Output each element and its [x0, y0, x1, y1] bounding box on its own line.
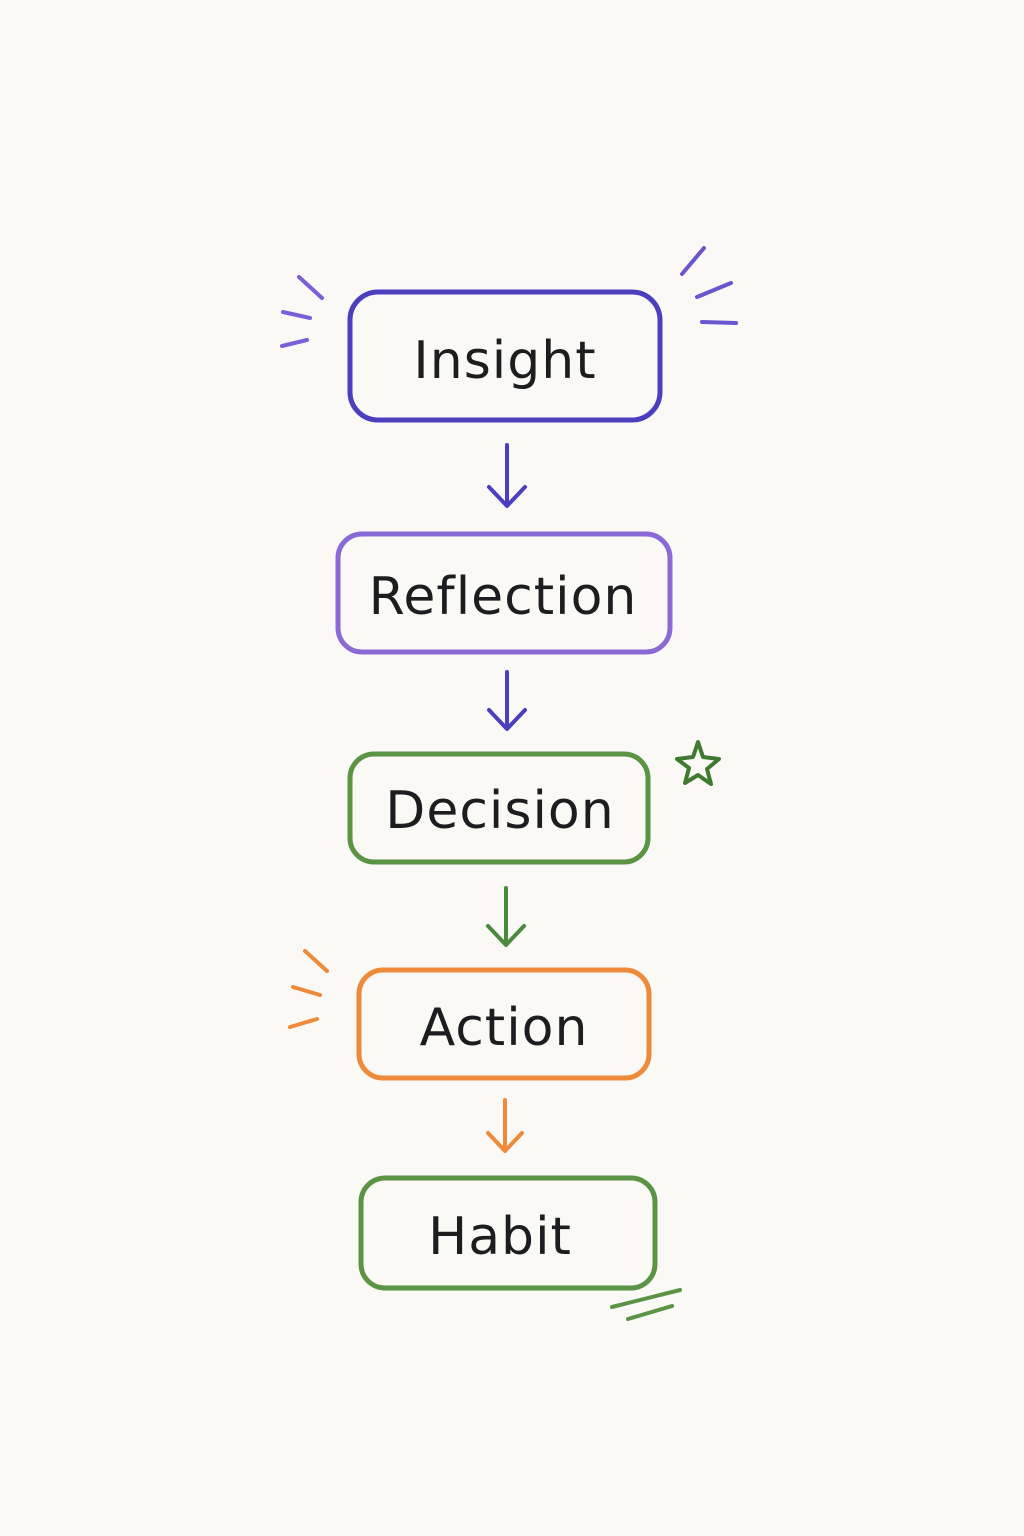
- node-decision-label: Decision: [385, 781, 614, 841]
- node-action-box: [356, 967, 652, 1081]
- arrow-insight-to-reflection: [487, 443, 527, 508]
- arrow-action-to-habit: [486, 1098, 524, 1153]
- node-insight-box: [347, 289, 663, 423]
- node-action: Action: [356, 967, 652, 1081]
- arrow-decision-to-action: [486, 886, 526, 947]
- node-reflection-box: [335, 531, 673, 655]
- node-decision-box: [347, 751, 651, 865]
- node-reflection-label: Reflection: [369, 567, 638, 627]
- node-reflection: Reflection: [335, 531, 673, 655]
- node-habit-box: [358, 1175, 658, 1291]
- insight-sparkle-right-icon: [680, 246, 738, 325]
- arrow-reflection-to-decision: [487, 670, 527, 731]
- node-insight: Insight: [347, 289, 663, 423]
- node-insight-label: Insight: [413, 331, 596, 391]
- node-action-label: Action: [420, 998, 589, 1058]
- insight-sparkle-left-icon: [280, 275, 324, 348]
- node-habit: Habit: [358, 1175, 658, 1291]
- node-habit-label: Habit: [428, 1207, 572, 1267]
- action-sparkle-icon: [288, 949, 329, 1029]
- habit-underline-icon: [610, 1288, 682, 1321]
- star-icon: [675, 740, 721, 786]
- node-decision: Decision: [347, 751, 651, 865]
